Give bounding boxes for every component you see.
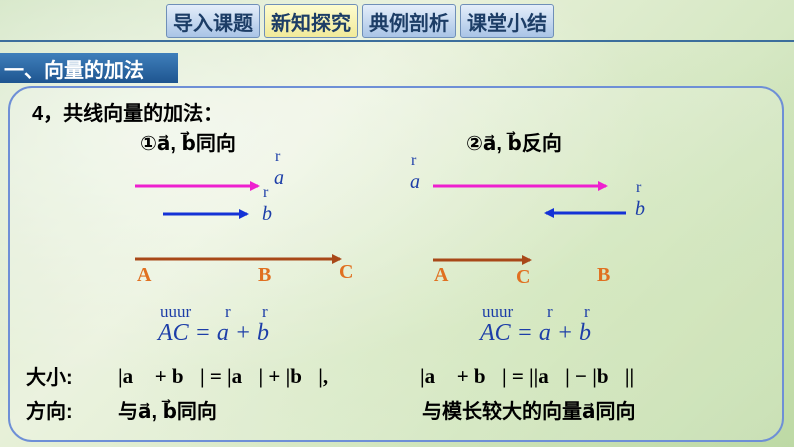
direction-opposite-text: 与模长较大的向量a⃗同向 bbox=[422, 401, 636, 423]
left-vector-b-label: b bbox=[262, 203, 272, 225]
left-equation: AC = a + b bbox=[158, 320, 270, 346]
magnitude-opposite-formula: |a⃗ + b⃗| = ||a⃗| − |b⃗|| bbox=[420, 364, 635, 388]
magnitude-same-formula: |a⃗ + b⃗| = |a⃗| + |b⃗|, bbox=[118, 364, 329, 388]
right-point-a: A bbox=[434, 264, 449, 286]
direction-label: 方向: bbox=[26, 401, 73, 423]
right-equation: AC = a + b bbox=[480, 320, 592, 346]
left-point-c: C bbox=[339, 261, 354, 283]
nav-divider bbox=[0, 40, 794, 42]
right-vector-a-mark: r bbox=[411, 152, 417, 169]
content-frame bbox=[8, 86, 784, 442]
magnitude-label: 大小: bbox=[26, 367, 73, 389]
tab-examples[interactable]: 典例剖析 bbox=[362, 4, 456, 38]
right-eq-mark-a: r bbox=[547, 302, 553, 321]
right-point-b: B bbox=[597, 264, 611, 286]
left-point-b: B bbox=[258, 264, 272, 286]
tab-summary[interactable]: 课堂小结 bbox=[460, 4, 554, 38]
tab-intro[interactable]: 导入课题 bbox=[166, 4, 260, 38]
right-vector-b-label: b bbox=[635, 198, 645, 220]
top-nav: 导入课题 新知探究 典例剖析 课堂小结 bbox=[166, 4, 554, 38]
left-vector-a-label: a bbox=[274, 167, 284, 189]
left-case-title: ①a⃗, b⃗同向 bbox=[140, 133, 236, 155]
right-case-title: ②a⃗, b⃗反向 bbox=[466, 133, 562, 155]
right-point-c: C bbox=[516, 266, 531, 288]
direction-same-text: 与a⃗, b⃗同向 bbox=[118, 401, 217, 423]
section-header: 一、向量的加法 bbox=[0, 53, 178, 83]
right-eq-mark-ac: uuur bbox=[482, 302, 514, 321]
right-eq-mark-b: r bbox=[584, 302, 590, 321]
right-vector-b-mark: r bbox=[636, 179, 642, 196]
right-vector-a-label: a bbox=[410, 171, 420, 193]
left-eq-mark-ac: uuur bbox=[160, 302, 192, 321]
topic-title: 4，共线向量的加法： bbox=[32, 103, 224, 125]
left-point-a: A bbox=[137, 264, 152, 286]
left-vector-a-mark: r bbox=[275, 148, 281, 165]
tab-new-knowledge[interactable]: 新知探究 bbox=[264, 4, 358, 38]
left-eq-mark-a: r bbox=[225, 302, 231, 321]
section-title: 一、向量的加法 bbox=[4, 59, 144, 82]
left-vector-b-mark: r bbox=[263, 184, 269, 201]
left-eq-mark-b: r bbox=[262, 302, 268, 321]
